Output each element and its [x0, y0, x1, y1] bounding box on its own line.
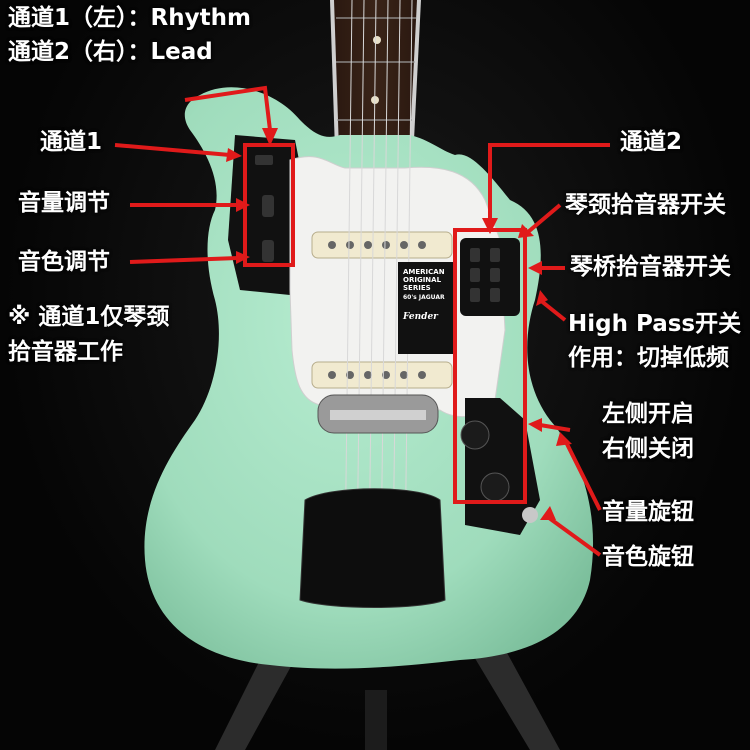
tailpiece [299, 488, 446, 608]
note-line2: 拾音器工作 [8, 339, 123, 365]
model-name: 60's JAGUAR [403, 294, 445, 302]
strangle-line2: 右侧关闭 [602, 436, 694, 462]
neck-pickup [311, 231, 453, 259]
guitar-stand [215, 640, 560, 750]
output-jack [522, 507, 538, 523]
highpass-line1: High Pass开关 [568, 311, 742, 337]
channel1-label: 通道1 [40, 129, 103, 155]
volume-knob-label: 音量旋钮 [602, 499, 694, 525]
arrow-heads [226, 128, 572, 520]
tone-adjust-label: 音色调节 [18, 249, 110, 275]
note-line1: ※ 通道1仅琴颈 [8, 304, 170, 330]
strangle-line1: 左侧开启 [602, 401, 694, 427]
tone-knob-shape [480, 472, 510, 502]
header-line2: 通道2（右）：Lead [8, 39, 213, 65]
channel1-rollers [255, 155, 274, 262]
brand-logo: Fender [403, 312, 438, 323]
series-line1: AMERICAN [403, 268, 445, 276]
volume-adjust-label: 音量调节 [18, 190, 110, 216]
series-line3: SERIES [403, 284, 431, 293]
bridge [317, 394, 439, 434]
header-line1: 通道1（左）：Rhythm [8, 5, 251, 31]
model-plate-text: AMERICAN ORIGINAL SERIES 60's JAGUAR Fen… [403, 268, 445, 322]
annotation-arrows [114, 85, 610, 557]
bridge-switch-label: 琴桥拾音器开关 [570, 254, 731, 280]
series-line2: ORIGINAL [403, 276, 442, 285]
highpass-line2: 作用：切掉低频 [568, 345, 729, 371]
volume-knob-shape [460, 420, 490, 450]
pickup-switches [470, 248, 500, 302]
tone-knob-label: 音色旋钮 [602, 544, 694, 570]
bridge-pickup [311, 361, 453, 389]
model-plate [398, 262, 454, 354]
strings [344, 0, 413, 561]
channel2-label: 通道2 [620, 129, 683, 155]
neck-switch-label: 琴颈拾音器开关 [565, 192, 726, 218]
